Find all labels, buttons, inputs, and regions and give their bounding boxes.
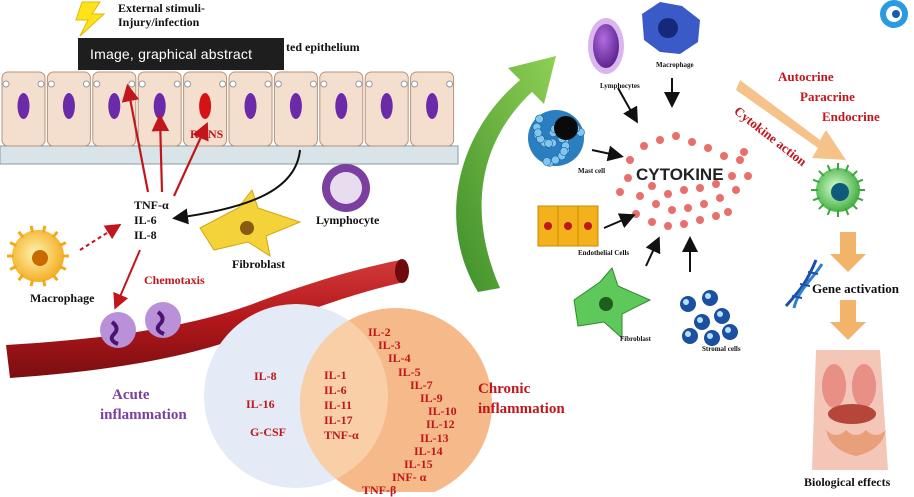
macrophage-source-label: Macrophage	[656, 61, 694, 69]
acute-item: IL-8	[254, 369, 277, 383]
mediator-item: TNF-α	[134, 198, 169, 212]
chronic-item: IL-2	[368, 325, 391, 339]
mediator-item: IL-8	[134, 228, 157, 242]
left-arrows	[79, 83, 301, 310]
cytokine-particles	[616, 132, 752, 230]
fibroblast-source-label: Fibroblast	[620, 335, 651, 343]
biological-effects-label: Biological effects	[804, 475, 891, 489]
acute-title-line1: Acute	[112, 387, 150, 403]
overlap-item: IL-11	[324, 398, 353, 412]
chronic-item: IL-10	[428, 404, 457, 419]
stromal-source-icon	[680, 290, 738, 346]
epithelial-cell	[137, 71, 182, 147]
chronic-item: IL-12	[426, 417, 455, 432]
mast-cell-source-icon	[528, 110, 585, 167]
chronic-item: IL-3	[378, 338, 401, 353]
epithelial-cell	[273, 71, 318, 147]
target-cell-icon	[811, 163, 865, 217]
fibroblast-icon	[199, 188, 302, 258]
epithelial-cell	[1, 71, 46, 147]
action-endocrine: Endocrine	[822, 109, 880, 124]
cytokine-arrows	[591, 78, 698, 272]
fibroblast-label: Fibroblast	[232, 257, 286, 271]
epithelial-cell	[228, 71, 273, 147]
chronic-item: INF- α	[392, 470, 427, 485]
overlap-list: IL-1 IL-6 IL-11 IL-17 TNF-α	[324, 368, 359, 443]
action-paracrine: Paracrine	[800, 89, 855, 104]
acute-item: G-CSF	[250, 425, 286, 439]
acute-item: IL-16	[246, 397, 275, 411]
epithelial-cell	[319, 71, 364, 147]
cytokine-action-arrow	[736, 80, 846, 160]
chronic-item: IL-4	[388, 351, 411, 366]
blood-vessel	[6, 259, 409, 378]
endothelial-source-icon	[537, 205, 599, 247]
rons-label: RONS	[190, 127, 224, 141]
epithelial-cell	[92, 71, 137, 147]
gene-activation-label: Gene activation	[812, 281, 900, 296]
lymphocyte-label: Lymphocyte	[316, 213, 380, 227]
chronic-item: IL-15	[404, 457, 433, 471]
image-tooltip: Image, graphical abstract	[78, 38, 284, 70]
chronic-item: IL-13	[420, 430, 449, 445]
lightning-icon	[75, 1, 106, 37]
epithelium	[0, 71, 459, 165]
acute-title-line2: inflammation	[100, 407, 187, 423]
fibroblast-source-icon	[573, 267, 652, 340]
neutrophil-icon	[100, 302, 181, 348]
chronic-item: IL-7	[410, 377, 433, 392]
body-organs-icon	[812, 350, 888, 470]
macrophage-source-icon	[642, 2, 700, 54]
chronic-item: TNF-β	[362, 483, 397, 497]
chronic-title-line1: Chronic	[478, 381, 531, 397]
lymphocyte-icon	[322, 164, 370, 212]
chronic-item: IL-5	[398, 364, 421, 379]
chronic-title-line2: inflammation	[478, 401, 565, 417]
venn-diagram	[204, 304, 492, 497]
stimuli-line1: External stimuli-	[118, 1, 205, 15]
macrophage-icon	[7, 225, 69, 287]
mast-cell-source-label: Mast cell	[578, 167, 606, 175]
overlap-item: IL-6	[324, 383, 347, 397]
overlap-item: IL-17	[324, 413, 353, 427]
epithelial-cell	[46, 71, 91, 147]
overlap-item: TNF-α	[324, 428, 359, 442]
cytokine-center-label: CYTOKINE	[636, 165, 724, 184]
mediator-item: IL-6	[134, 213, 157, 227]
lymphocytes-source-icon	[588, 18, 624, 74]
chronic-item: IL-14	[414, 443, 443, 458]
stromal-source-label: Stromal cells	[702, 345, 741, 353]
corner-app-icon	[880, 0, 908, 28]
action-autocrine: Autocrine	[778, 69, 834, 84]
chemotaxis-label: Chemotaxis	[144, 273, 205, 287]
down-arrows	[830, 232, 866, 340]
epithelium-label: ted epithelium	[286, 40, 360, 54]
endothelial-source-label: Endothelial Cells	[578, 249, 630, 257]
stimuli-line2: Injury/infection	[118, 15, 200, 29]
epithelial-cell	[410, 71, 455, 147]
mediator-list: TNF-α IL-6 IL-8	[134, 198, 169, 243]
overlap-item: IL-1	[324, 368, 347, 382]
epithelial-cell	[364, 71, 409, 147]
lymphocytes-source-label: Lymphocytes	[600, 82, 640, 90]
dna-icon	[784, 259, 824, 309]
chronic-item: IL-9	[420, 391, 443, 405]
green-arrow	[456, 56, 556, 292]
macrophage-label: Macrophage	[30, 291, 95, 305]
